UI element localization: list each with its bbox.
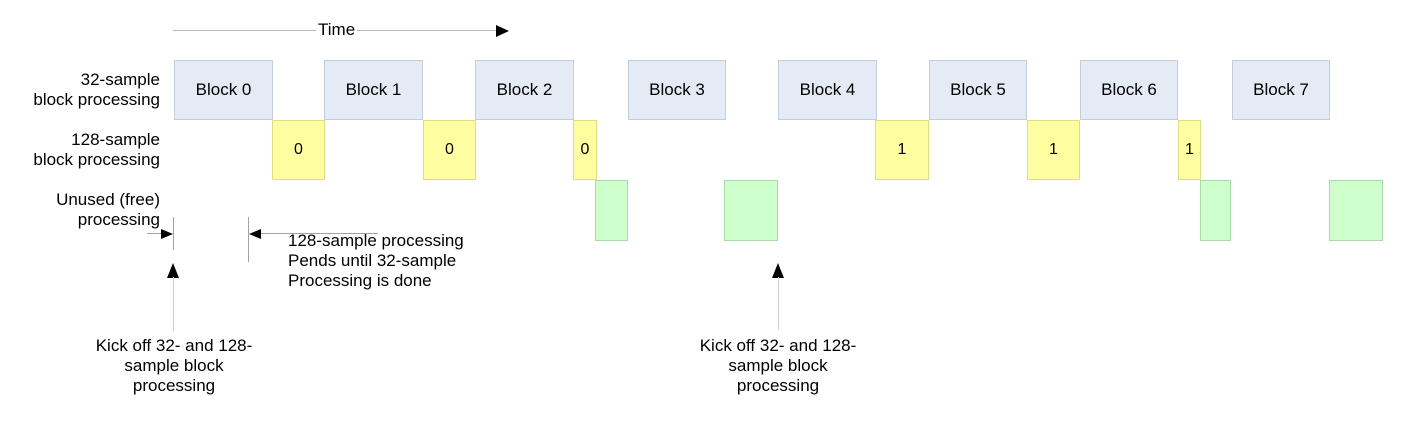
block-32-0: Block 0 bbox=[174, 60, 273, 120]
block-32-2: Block 2 bbox=[475, 60, 574, 120]
pend-note: 128-sample processing Pends until 32-sam… bbox=[288, 231, 464, 291]
dimension-arrowhead-right-icon bbox=[161, 229, 173, 239]
block-32-7: Block 7 bbox=[1232, 60, 1330, 120]
row-label-0-line1: 32-sample bbox=[80, 70, 160, 89]
kickoff-right-line: processing bbox=[736, 376, 820, 395]
block-free-2 bbox=[1200, 180, 1231, 241]
block-128-1: 0 bbox=[423, 120, 476, 180]
row-label-2: Unused (free)processing bbox=[0, 190, 160, 230]
row-label-1-line1: 128-sample bbox=[71, 130, 160, 149]
kickoff-right-line: Kick off 32- and 128- bbox=[699, 336, 857, 355]
block-32-4: Block 4 bbox=[778, 60, 877, 120]
kickoff-left-line: sample block bbox=[124, 356, 224, 375]
block-128-5: 1 bbox=[1178, 120, 1201, 180]
block-128-2: 0 bbox=[573, 120, 597, 180]
block-128-0: 0 bbox=[272, 120, 325, 180]
dimension-tick-right bbox=[248, 217, 249, 262]
block-free-0 bbox=[595, 180, 628, 241]
time-axis-arrowhead-icon bbox=[496, 25, 509, 37]
time-axis-label: Time bbox=[316, 20, 358, 40]
kickoff-right-arrow-stem bbox=[778, 277, 779, 330]
pend-note-line: Pends until 32-sample bbox=[288, 251, 457, 270]
row-label-0-line2: block processing bbox=[33, 90, 160, 109]
kickoff-right-arrowhead-icon bbox=[772, 263, 784, 278]
block-free-3 bbox=[1329, 180, 1383, 241]
dimension-arrowhead-left-icon bbox=[249, 229, 261, 239]
block-free-1 bbox=[724, 180, 778, 241]
block-32-5: Block 5 bbox=[929, 60, 1027, 120]
dimension-tick-left bbox=[173, 217, 174, 250]
kickoff-left-arrowhead-icon bbox=[167, 263, 179, 278]
pend-note-line: Processing is done bbox=[288, 271, 432, 290]
block-32-1: Block 1 bbox=[324, 60, 423, 120]
kickoff-left-line: Kick off 32- and 128- bbox=[95, 336, 253, 355]
block-32-3: Block 3 bbox=[628, 60, 726, 120]
row-label-1-line2: block processing bbox=[33, 150, 160, 169]
kickoff-left-arrow-stem bbox=[173, 277, 174, 331]
kickoff-left-line: processing bbox=[132, 376, 216, 395]
pend-note-line: 128-sample processing bbox=[288, 231, 464, 250]
dimension-line-right bbox=[261, 233, 378, 234]
block-128-3: 1 bbox=[875, 120, 929, 180]
kickoff-left-note: Kick off 32- and 128- sample block proce… bbox=[64, 336, 284, 396]
row-label-2-line2: processing bbox=[77, 210, 160, 229]
block-128-4: 1 bbox=[1027, 120, 1080, 180]
kickoff-right-note: Kick off 32- and 128- sample block proce… bbox=[668, 336, 888, 396]
block-32-6: Block 6 bbox=[1080, 60, 1178, 120]
row-label-2-line1: Unused (free) bbox=[56, 190, 160, 209]
kickoff-right-line: sample block bbox=[728, 356, 828, 375]
dimension-line-left bbox=[147, 233, 162, 234]
